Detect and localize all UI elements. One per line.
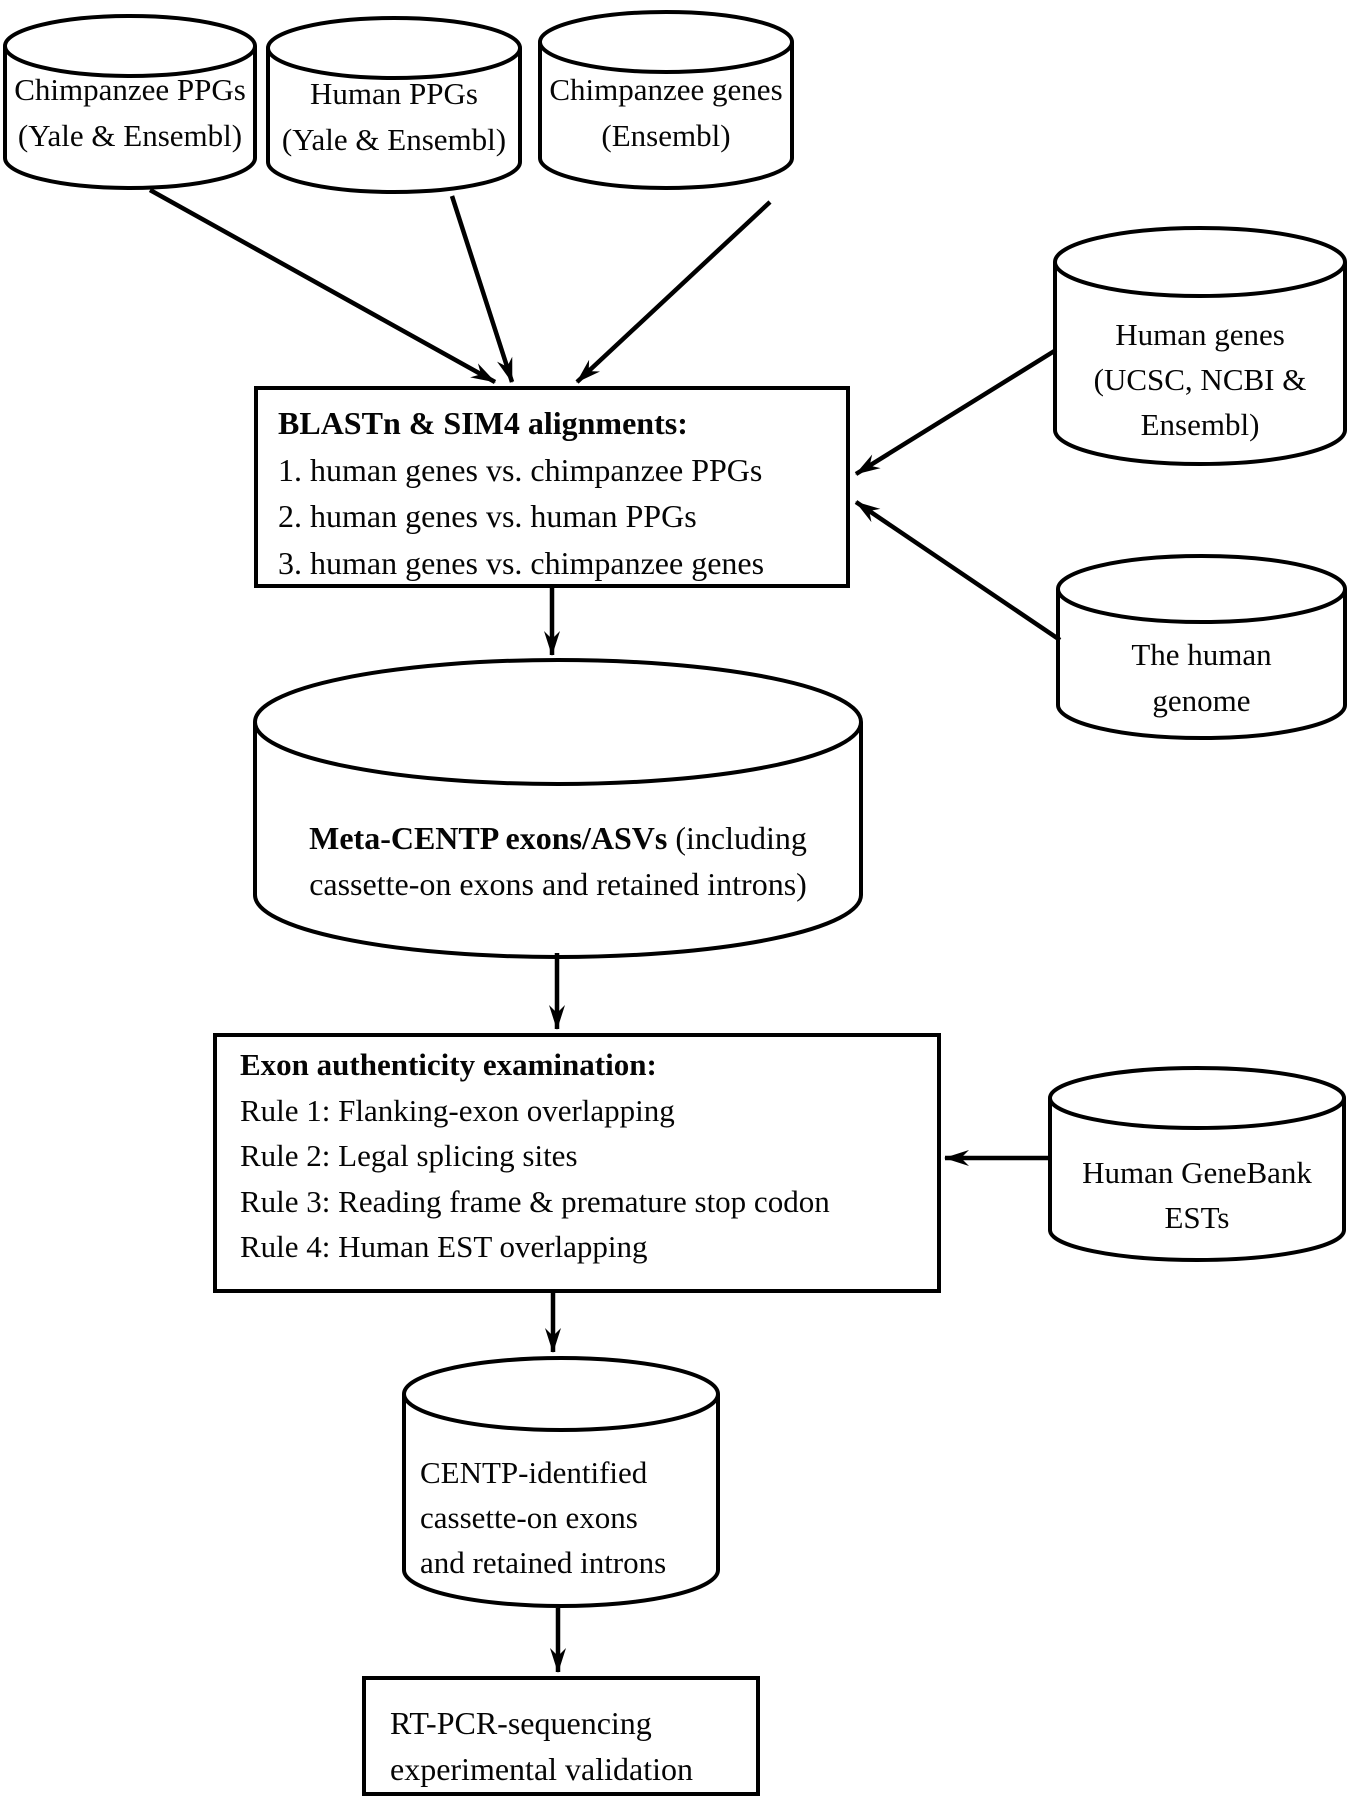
box-rtpcr-validation [362, 1676, 760, 1796]
human-genes-label: Human genes (UCSC, NCBI & Ensembl) [1055, 312, 1345, 447]
human-ppgs-line2: (Yale & Ensembl) [281, 122, 507, 157]
genebank-ests-label: Human GeneBank ESTs [1050, 1150, 1344, 1240]
genebank-ests-line2: ESTs [1164, 1200, 1230, 1235]
genebank-ests-line1: Human GeneBank [1082, 1155, 1312, 1190]
meta-centp-rest: (including [667, 820, 807, 856]
human-genome-line2: genome [1152, 683, 1251, 718]
chimpanzee-ppgs-label: Chimpanzee PPGs (Yale & Ensembl) [5, 67, 255, 159]
centp-identified-line1: CENTP-identified [420, 1455, 648, 1490]
arrow-chimp-genes-to-blastn [575, 200, 772, 384]
exon-rule-2: Rule 2: Legal splicing sites [240, 1138, 578, 1174]
arrow-human-genome-to-blastn [854, 500, 1062, 642]
human-genome-label: The human genome [1058, 632, 1345, 724]
exon-rule-1: Rule 1: Flanking-exon overlapping [240, 1092, 675, 1128]
human-ppgs-line1: Human PPGs [310, 76, 478, 111]
exon-exam-title: Exon authenticity examination: [240, 1047, 657, 1082]
centp-identified-label: CENTP-identified cassette-on exons and r… [420, 1450, 710, 1585]
meta-centp-bold: Meta-CENTP exons/ASVs [309, 820, 668, 856]
human-ppgs-label: Human PPGs (Yale & Ensembl) [268, 71, 520, 163]
cylinder-centp-identified [402, 1356, 720, 1608]
arrow-human-ppgs-to-blastn [449, 195, 515, 383]
human-genes-line1: Human genes [1115, 317, 1285, 352]
chimpanzee-genes-line2: (Ensembl) [601, 118, 731, 153]
exon-rule-3: Rule 3: Reading frame & premature stop c… [240, 1183, 830, 1219]
rtpcr-line1: RT-PCR-sequencing [390, 1705, 652, 1741]
rtpcr-line2: experimental validation [390, 1751, 693, 1787]
human-genome-line1: The human [1131, 637, 1272, 672]
box-blastn-alignments [254, 386, 850, 588]
chimpanzee-ppgs-line1: Chimpanzee PPGs [14, 72, 246, 107]
chimpanzee-ppgs-line2: (Yale & Ensembl) [17, 118, 243, 153]
arrow-chimp-ppgs-to-blastn [148, 188, 497, 384]
cylinder-genebank-ests [1048, 1066, 1346, 1262]
blastn-item-1: 1. human genes vs. chimpanzee PPGs [278, 451, 763, 488]
cylinder-human-ppgs [266, 16, 522, 194]
meta-centp-line1: Meta-CENTP exons/ASVs (including [255, 815, 861, 861]
cylinder-chimpanzee-ppgs [2, 14, 257, 190]
blastn-item-3: 3. human genes vs. chimpanzee genes [278, 544, 765, 581]
cylinder-meta-centp [253, 658, 863, 959]
human-genes-line3: Ensembl) [1140, 407, 1260, 442]
chimpanzee-genes-line1: Chimpanzee genes [549, 72, 783, 107]
human-genes-line2: (UCSC, NCBI & [1093, 362, 1307, 397]
centp-identified-line3: and retained introns [420, 1545, 667, 1580]
exon-rule-4: Rule 4: Human EST overlapping [240, 1229, 648, 1265]
arrow-human-genes-to-blastn [854, 348, 1058, 476]
meta-centp-label: Meta-CENTP exons/ASVs (including cassett… [255, 815, 861, 907]
centp-identified-line2: cassette-on exons [420, 1500, 638, 1535]
rtpcr-box-text: RT-PCR-sequencing experimental validatio… [390, 1700, 750, 1792]
cylinder-human-genes [1053, 226, 1347, 466]
cylinder-chimpanzee-genes [538, 10, 794, 190]
exon-box-text: Exon authenticity examination: Rule 1: F… [240, 1042, 920, 1270]
blastn-title: BLASTn & SIM4 alignments: [278, 405, 688, 441]
meta-centp-line2: cassette-on exons and retained introns) [309, 866, 807, 902]
chimpanzee-genes-label: Chimpanzee genes (Ensembl) [540, 67, 792, 159]
cylinder-human-genome [1056, 554, 1347, 740]
blastn-box-text: BLASTn & SIM4 alignments: 1. human genes… [278, 400, 838, 586]
box-exon-authenticity [213, 1033, 941, 1293]
blastn-item-2: 2. human genes vs. human PPGs [278, 498, 697, 534]
